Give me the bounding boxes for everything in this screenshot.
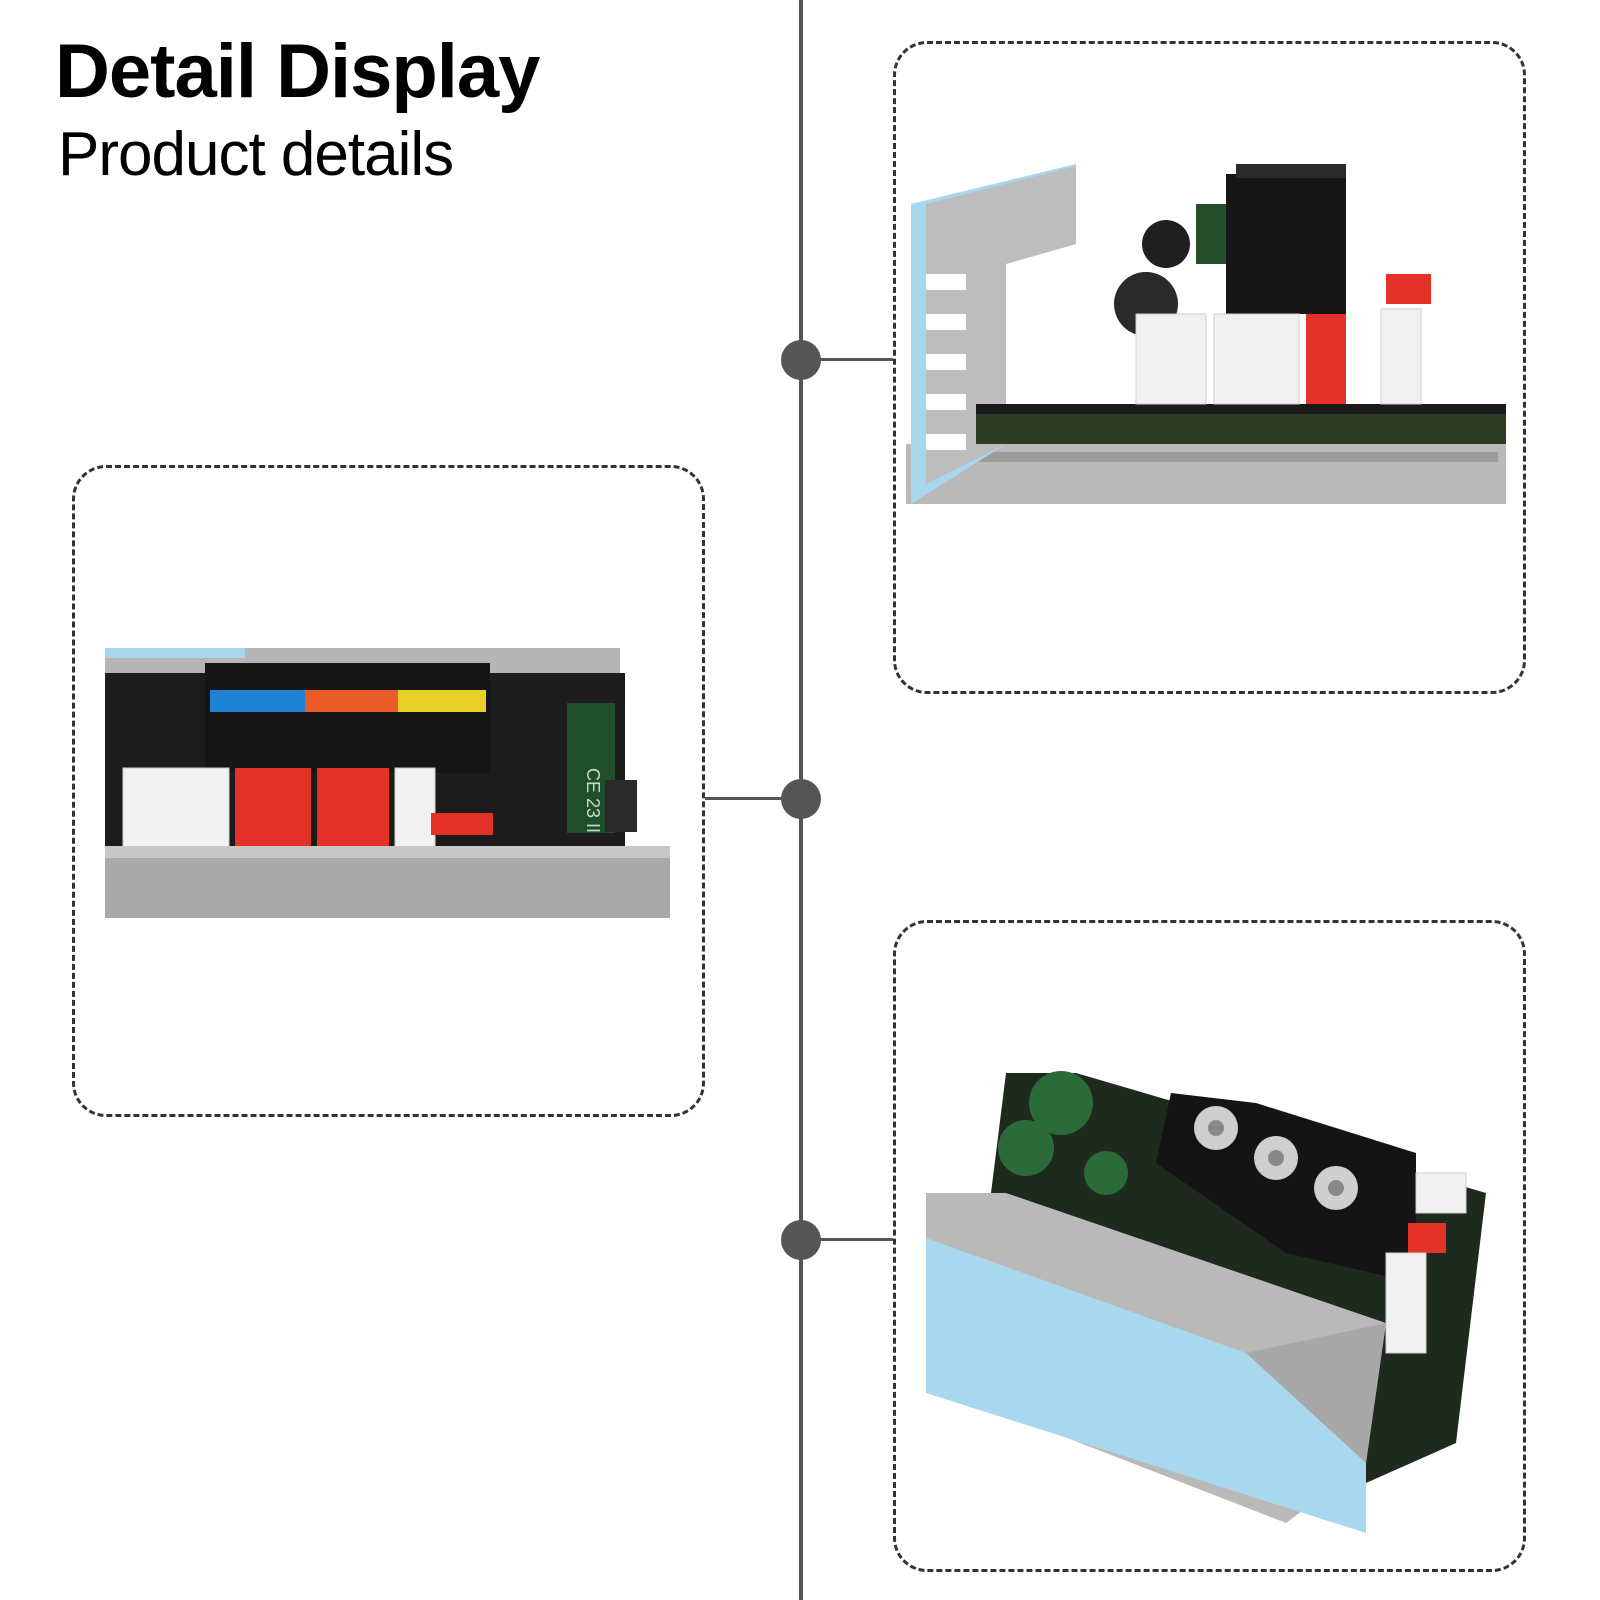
controller-side-view-image: CE 23 II [105, 648, 670, 918]
power-module [205, 663, 490, 773]
connector-white [394, 767, 436, 851]
timeline-connector-1 [801, 358, 893, 361]
connector-white [1135, 313, 1207, 405]
page-subtitle: Product details [58, 120, 454, 189]
detail-card-side-view: CE 23 II [72, 465, 705, 1117]
page-title: Detail Display [55, 29, 540, 114]
capacitor-small [605, 780, 637, 832]
detail-card-end-view [893, 41, 1526, 694]
detail-card-top-view [893, 920, 1526, 1572]
connector-red [1306, 314, 1346, 404]
connector-red [1386, 274, 1431, 304]
connector-white [1385, 1252, 1427, 1354]
connector-red [1408, 1223, 1446, 1253]
timeline-connector-2 [705, 797, 801, 800]
connector-white [1213, 313, 1300, 405]
svg-text:CE 23 II: CE 23 II [583, 768, 603, 833]
connector-white [1380, 308, 1422, 405]
power-module [1226, 174, 1346, 314]
connector-red [317, 768, 389, 850]
controller-top-view-image [926, 1071, 1486, 1533]
connector-red [235, 768, 311, 850]
connector-white [122, 767, 230, 851]
heatsink-blue-film [926, 1238, 1366, 1533]
controller-end-view-image [906, 164, 1506, 504]
timeline-connector-3 [801, 1238, 893, 1241]
connector-white [1415, 1172, 1467, 1214]
